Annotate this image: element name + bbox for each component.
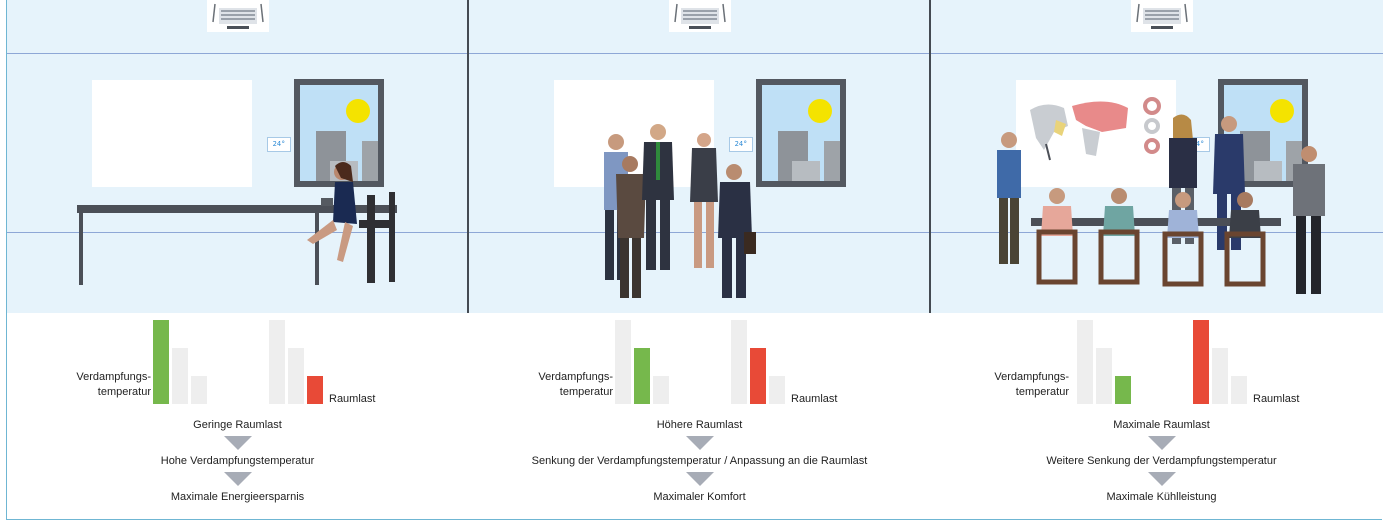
panel-max-load: 24°: [931, 0, 1383, 520]
standing-group-icon: [604, 124, 756, 298]
whiteboard: [92, 80, 252, 187]
chart-right-label: Raumlast: [791, 393, 838, 405]
thermostat: 24°: [267, 137, 291, 152]
flow-step-1: Geringe Raumlast: [193, 419, 282, 431]
chart-bar: [153, 320, 169, 404]
seated-woman-icon: [307, 162, 395, 283]
arrow-down-icon: [1147, 436, 1176, 450]
panel-higher-load: 24°: [469, 0, 930, 520]
chart-left-label: Verdampfungs- temperatur: [538, 371, 613, 398]
room-scene: 24°: [469, 0, 930, 313]
chart-left-label: Verdampfungs- temperatur: [994, 371, 1069, 398]
chart-bar: [269, 320, 285, 404]
window-view-icon: [778, 99, 840, 181]
chart-bar: [172, 348, 188, 404]
flow-steps: Geringe Raumlast Hohe Verdampfungstemper…: [7, 418, 468, 505]
chart-low-load: Verdampfungs- temperatur Raumlast: [7, 313, 468, 413]
flow-step-3: Maximale Energieersparnis: [170, 491, 305, 503]
flow-step-1: Höhere Raumlast: [656, 419, 743, 431]
presentation-board-icon: [1016, 80, 1176, 187]
chart-bar: [750, 348, 766, 404]
arrow-down-icon: [685, 436, 714, 450]
ceiling-ac-icon: [207, 0, 269, 32]
flow-step-2: Senkung der Verdampfungstemperatur / Anp…: [531, 455, 868, 467]
flow-steps: Höhere Raumlast Senkung der Verdampfungs…: [469, 418, 930, 505]
chart-bar: [653, 376, 669, 404]
chart-bar: [1231, 376, 1247, 404]
chart-bar: [1193, 320, 1209, 404]
chart-max-load: Verdampfungs- temperatur Raumlast: [931, 313, 1383, 413]
arrow-down-icon: [223, 436, 252, 450]
flow-step-1: Maximale Raumlast: [1113, 419, 1210, 431]
arrow-down-icon: [1147, 472, 1176, 486]
chart-bar: [1077, 320, 1093, 404]
ceiling-line: [469, 53, 930, 54]
chart-right-label: Raumlast: [1253, 393, 1300, 405]
meeting-audience-icon: [997, 114, 1325, 294]
flow-step-3: Maximaler Komfort: [653, 491, 746, 503]
chart-bar: [1212, 348, 1228, 404]
floor-line: [931, 232, 1383, 233]
chart-bar: [191, 376, 207, 404]
flow-step-2: Weitere Senkung der Verdampfungstemperat…: [1046, 455, 1277, 467]
room-scene: 24°: [7, 0, 468, 313]
flow-step-2: Hohe Verdampfungstemperatur: [160, 455, 315, 467]
arrow-down-icon: [223, 472, 252, 486]
ceiling-ac-icon: [1131, 0, 1193, 32]
chart-left-label: Verdampfungs- temperatur: [76, 371, 151, 398]
chart-bar: [307, 376, 323, 404]
chart-bar: [769, 376, 785, 404]
ceiling-line: [7, 53, 468, 54]
chart-bar: [1115, 376, 1131, 404]
panel-divider: [929, 0, 931, 313]
chart-bar: [731, 320, 747, 404]
window-view-icon: [1240, 99, 1302, 181]
chart-bar: [1096, 348, 1112, 404]
flow-step-3: Maximale Kühlleistung: [1106, 491, 1217, 503]
chart-bar: [615, 320, 631, 404]
chart-bar: [634, 348, 650, 404]
thermostat: 24°: [729, 137, 753, 152]
arrow-down-icon: [685, 472, 714, 486]
floor-line: [7, 232, 468, 233]
ceiling-line: [931, 53, 1383, 54]
flow-steps: Maximale Raumlast Weitere Senkung der Ve…: [931, 418, 1383, 505]
ceiling-ac-icon: [669, 0, 731, 32]
panel-divider: [467, 0, 469, 313]
chart-right-label: Raumlast: [329, 393, 376, 405]
conference-table-icon: [77, 205, 397, 285]
chart-higher-load: Verdampfungs- temperatur Raumlast: [469, 313, 930, 413]
room-scene: 24°: [931, 0, 1383, 313]
panel-low-load: 24° V: [7, 0, 468, 520]
chart-bar: [288, 348, 304, 404]
window: [756, 79, 846, 187]
